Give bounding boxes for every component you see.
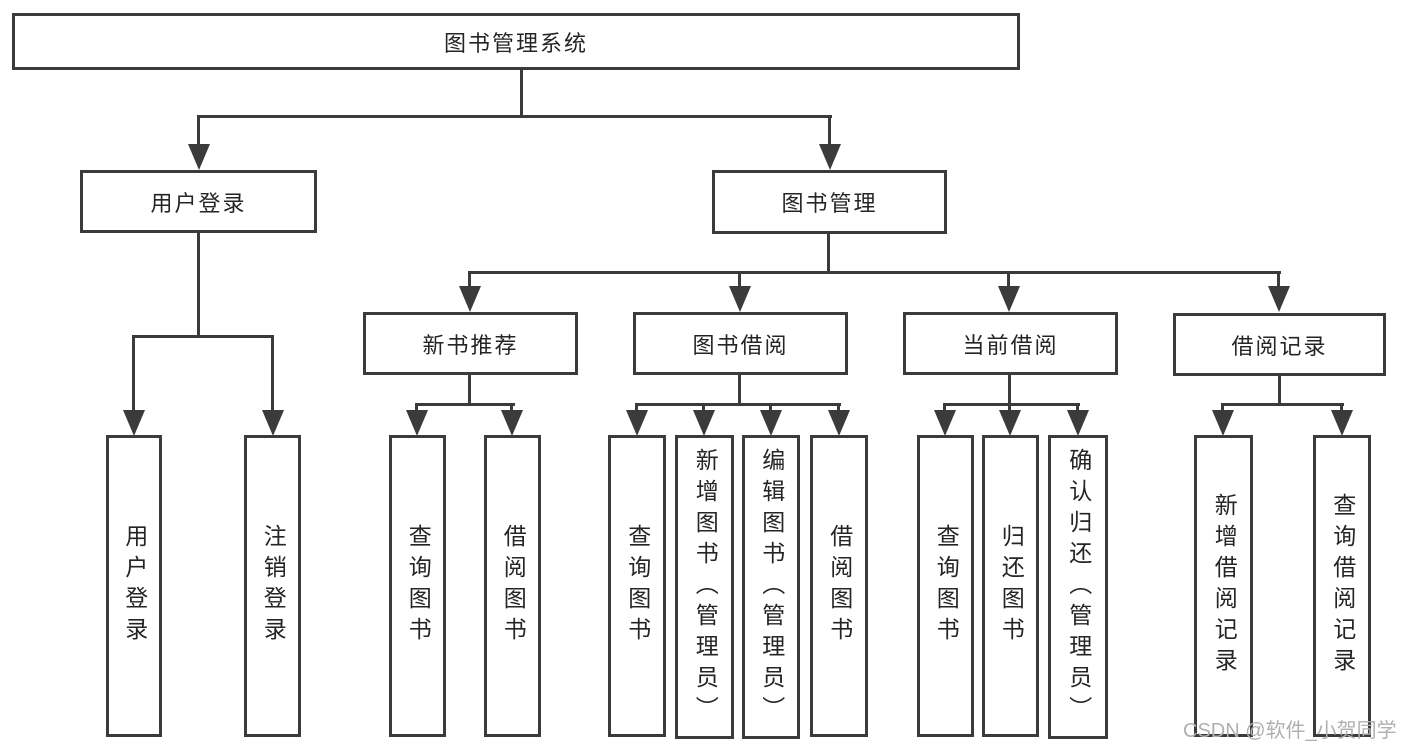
edge-bookborrow-arrowhead-4 [828,410,850,436]
edge-newbooks-arrowhead-1 [406,410,428,436]
edge-root-drop-right [828,115,831,155]
leaf-current-confirm-admin-label: 确认归还（管理员） [1065,447,1092,727]
node-root-label: 图书管理系统 [443,30,588,56]
leaf-current-confirm-admin: 确认归还（管理员） [1048,435,1108,739]
leaf-borrow-add-admin-label: 新增图书（管理员） [692,447,719,727]
leaf-borrow-edit-admin: 编辑图书（管理员） [742,435,800,739]
edge-bookborrow-arrowhead-2 [693,410,715,436]
node-book-borrow-label: 图书借阅 [692,332,789,358]
leaf-newbooks-query-label: 查询图书 [405,524,432,648]
node-library-management-system: 图书管理系统 [12,13,1020,70]
leaf-user-login-label: 用户登录 [121,524,148,648]
node-book-borrow: 图书借阅 [633,312,848,375]
edge-records-arrowhead-1 [1212,410,1234,436]
edge-bookmgmt-arrowhead-1 [459,286,481,312]
leaf-current-query-label: 查询图书 [933,524,960,648]
edge-bookmgmt-stem [827,234,830,274]
edge-bookmgmt-drop-3 [1007,271,1010,295]
edge-newbooks-stem [468,375,471,406]
edge-root-arrowhead-right [819,144,841,170]
leaf-current-return-label: 归还图书 [998,524,1025,648]
leaf-current-query: 查询图书 [917,435,974,737]
edge-bookmgmt-arrowhead-3 [998,286,1020,312]
leaf-records-query: 查询借阅记录 [1313,435,1371,737]
leaf-borrow-borrow-label: 借阅图书 [826,524,853,648]
leaf-borrow-query-label: 查询图书 [624,524,651,648]
node-book-management-label: 图书管理 [781,191,878,216]
edge-userlogin-arrowhead-2 [262,410,284,436]
edge-newbooks-arrowhead-2 [501,410,523,436]
leaf-borrow-add-admin: 新增图书（管理员） [675,435,734,739]
edge-userlogin-drop-1 [132,335,135,415]
edge-bookmgmt-drop-4 [1277,271,1280,295]
leaf-borrow-borrow: 借阅图书 [810,435,868,737]
edge-records-rail [1221,403,1344,406]
leaf-newbooks-query: 查询图书 [389,435,446,737]
edge-root-rail [197,115,832,118]
edge-bookborrow-arrowhead-3 [760,410,782,436]
edge-root-arrowhead-left [188,144,210,170]
node-book-management: 图书管理 [712,170,947,234]
edge-records-stem [1278,376,1281,406]
leaf-records-query-label: 查询借阅记录 [1329,493,1356,679]
csdn-watermark: CSDN @软件_小贺同学 [1183,720,1397,742]
edge-userlogin-arrowhead-1 [123,410,145,436]
edge-bookmgmt-drop-2 [738,271,741,295]
edge-bookborrow-arrowhead-1 [626,410,648,436]
node-user-login-label: 用户登录 [150,190,247,216]
leaf-newbooks-borrow-label: 借阅图书 [500,524,527,648]
node-borrow-records: 借阅记录 [1173,313,1386,376]
edge-userlogin-drop-2 [271,335,274,415]
node-new-book-recommend: 新书推荐 [363,312,578,375]
edge-currentborrow-stem [1008,375,1011,406]
edge-bookmgmt-rail [468,271,1281,274]
node-user-login: 用户登录 [80,170,317,233]
edge-bookborrow-rail [635,403,841,406]
node-current-borrow-label: 当前借阅 [962,332,1059,358]
edge-currentborrow-arrowhead-1 [934,410,956,436]
leaf-user-login: 用户登录 [106,435,162,737]
edge-userlogin-rail [132,335,274,338]
edge-bookborrow-stem [738,375,741,406]
edge-newbooks-rail [415,403,515,406]
edge-currentborrow-rail [943,403,1080,406]
edge-currentborrow-arrowhead-2 [999,410,1021,436]
leaf-logout: 注销登录 [244,435,301,737]
edge-records-arrowhead-2 [1331,410,1353,436]
edge-root-stem [520,69,523,118]
edge-bookmgmt-drop-1 [468,271,471,295]
leaf-records-add-label: 新增借阅记录 [1211,493,1238,679]
leaf-borrow-edit-admin-label: 编辑图书（管理员） [758,447,785,727]
node-borrow-records-label: 借阅记录 [1231,333,1328,359]
edge-root-drop-left [197,115,200,155]
leaf-current-return: 归还图书 [982,435,1039,737]
edge-bookmgmt-arrowhead-4 [1268,286,1290,312]
edge-bookmgmt-arrowhead-2 [729,286,751,312]
edge-userlogin-stem [197,233,200,337]
edge-currentborrow-arrowhead-3 [1067,410,1089,436]
leaf-records-add: 新增借阅记录 [1194,435,1253,737]
leaf-logout-label: 注销登录 [260,524,287,648]
node-current-borrow: 当前借阅 [903,312,1118,375]
leaf-borrow-query: 查询图书 [608,435,666,737]
node-new-book-recommend-label: 新书推荐 [422,332,519,358]
leaf-newbooks-borrow: 借阅图书 [484,435,541,737]
